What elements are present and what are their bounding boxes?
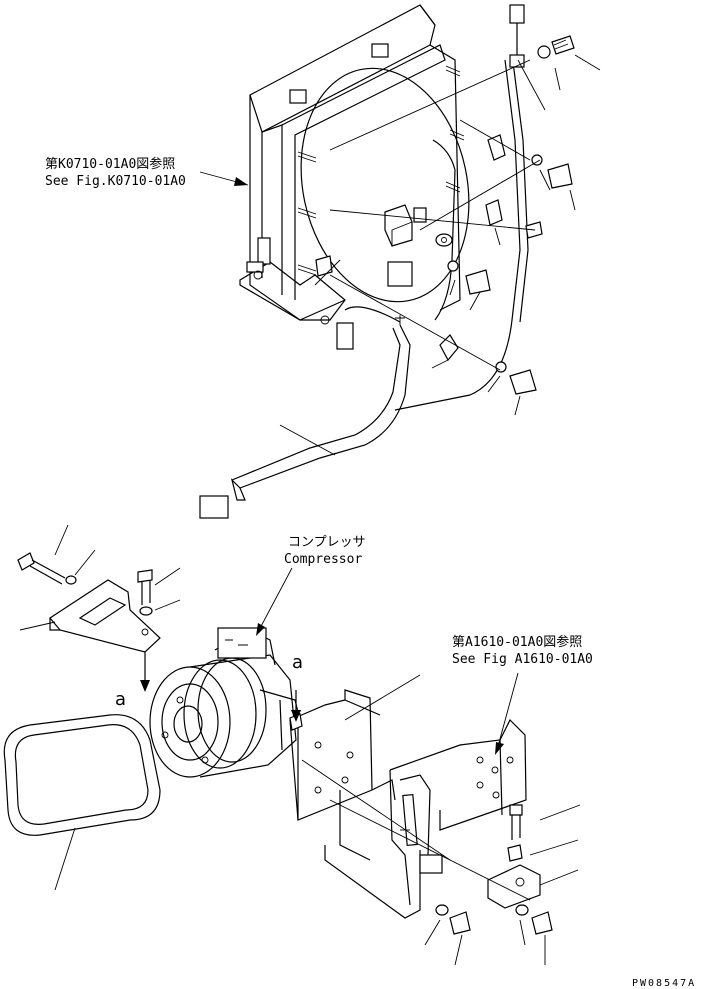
compressor bbox=[149, 627, 301, 778]
radiator-shroud bbox=[239, 4, 529, 411]
compressor-callout bbox=[256, 567, 293, 636]
bracket-ref-en-label: See Fig A1610-01A0 bbox=[452, 652, 593, 667]
compressor-jp-label: コンプレッサ bbox=[288, 535, 366, 550]
radiator-ref-en-label: See Fig.K0710-01A0 bbox=[45, 174, 186, 189]
v-belt bbox=[3, 714, 161, 891]
radiator-reference-callout bbox=[199, 171, 249, 186]
compressor-top-bracket bbox=[49, 579, 161, 692]
drawing-code: PW08547A bbox=[632, 978, 696, 989]
panel-screws bbox=[297, 65, 465, 276]
upper-leader-lines bbox=[279, 54, 601, 456]
relay bbox=[384, 204, 453, 247]
bracket-reference-callout bbox=[495, 672, 519, 755]
radiator-ref-jp-label: 第K0710-01A0図参照 bbox=[45, 156, 175, 172]
lower-leader-lines bbox=[301, 674, 581, 966]
bracket-ref-jp-label: 第A1610-01A0図参照 bbox=[452, 634, 582, 650]
compressor-mounting-bracket bbox=[289, 689, 421, 919]
compressor-en-label: Compressor bbox=[284, 552, 362, 567]
marker-a-right: a bbox=[292, 652, 303, 673]
bracket-fasteners bbox=[17, 524, 181, 631]
main-bracket bbox=[389, 718, 553, 935]
upper-fasteners bbox=[315, 4, 575, 395]
marker-a-left: a bbox=[115, 689, 126, 710]
wire-harness bbox=[199, 139, 456, 519]
